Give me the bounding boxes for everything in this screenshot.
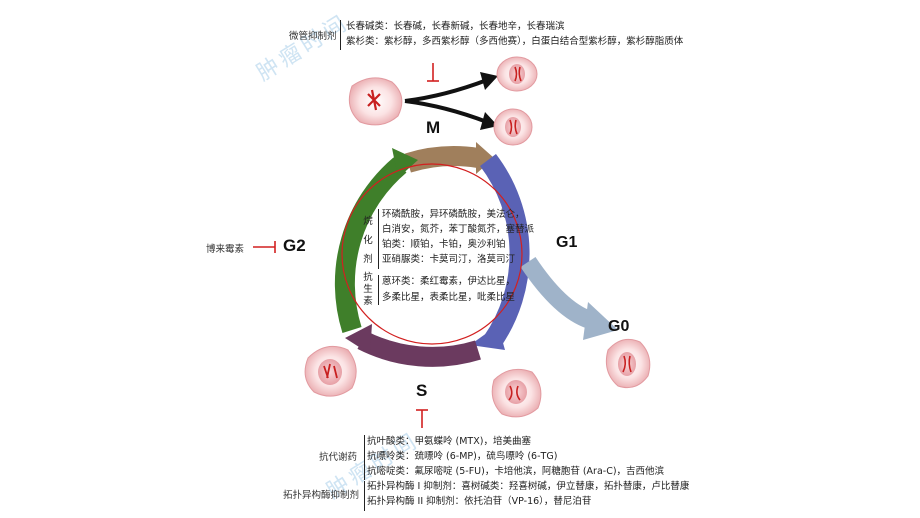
cell-g2 [304, 345, 357, 397]
g2-drug-label: 博来霉素 [206, 244, 245, 255]
antimetabolite-line-2: 抗嘌呤类：巯嘌呤 (6-MP)，硫鸟嘌呤 (6-TG) [367, 451, 558, 462]
antimetabolite-bracket [364, 435, 365, 480]
phase-label-g1: G1 [556, 234, 578, 251]
inhibit-marker-s [416, 409, 428, 428]
cell-s [491, 368, 542, 418]
cell-m-parent [348, 77, 403, 126]
inhibit-marker-g2 [253, 241, 276, 253]
phase-label-g0: G0 [608, 318, 630, 335]
topoisomerase-line-2: 拓扑异构酶 II 抑制剂：依托泊苷（VP-16），替尼泊苷 [367, 496, 592, 507]
topoisomerase-bracket [364, 481, 365, 511]
antibiotic-line-2: 多柔比星，表柔比星，吡柔比星 [382, 292, 516, 303]
alkylating-bracket [378, 209, 379, 269]
microtubule-line-2: 紫杉类：紫杉醇，多西紫杉醇（多西他赛），白蛋白结合型紫杉醇，紫杉醇脂质体 [346, 36, 684, 47]
cell-m-daughter-bottom [493, 108, 533, 146]
s-phase-arc [357, 331, 481, 367]
phase-label-m: M [426, 118, 441, 137]
g1-phase-arrowhead [470, 325, 505, 350]
antimetabolite-line-1: 抗叶酸类：甲氨蝶呤 (MTX)，培美曲塞 [367, 436, 531, 447]
g2-phase-arc [334, 157, 407, 333]
cell-g0 [605, 338, 651, 389]
microtubule-inhibitor-label: 微管抑制剂 [289, 31, 337, 42]
alkylating-line-1: 环磷酰胺，异环磷酰胺，美法仑， [382, 209, 525, 220]
inhibit-marker-m [427, 63, 439, 82]
alkylating-agent-label: 烷化剂 [362, 212, 374, 269]
g0-branch-arrow [520, 256, 594, 329]
cell-m-daughter-top [496, 56, 538, 92]
phase-label-g2: G2 [283, 236, 306, 255]
antibiotic-line-1: 蒽环类：柔红霉素，伊达比星， [382, 276, 516, 287]
alkylating-line-3: 铂类：顺铂，卡铂，奥沙利铂 [382, 239, 506, 250]
alkylating-line-2: 白消安，氮芥，苯丁酸氮芥，塞替派 [382, 224, 535, 235]
antibiotic-text: 抗生素 [363, 272, 373, 307]
antibiotic-label: 抗生素 [362, 272, 374, 308]
microtubule-line-1: 长春碱类：长春碱，长春新碱，长春地辛，长春瑞滨 [346, 21, 565, 32]
inner-ring [341, 163, 523, 345]
phase-label-s: S [416, 381, 428, 400]
antimetabolite-line-3: 抗嘧啶类：氟尿嘧啶 (5-FU)，卡培他滨，阿糖胞苷 (Ara-C)，吉西他滨 [367, 466, 665, 477]
g0-branch-arrowhead [583, 302, 618, 340]
topoisomerase-line-1: 拓扑异构酶 I 抑制剂：喜树碱类：羟喜树碱，伊立替康，拓扑替康，卢比替康 [367, 481, 690, 492]
antibiotic-bracket [378, 275, 379, 305]
microtubule-bracket [340, 20, 341, 50]
g1-phase-arc [479, 153, 530, 348]
m-phase-arc [405, 146, 480, 173]
alkylating-line-4: 亚硝脲类：卡莫司汀，洛莫司汀 [382, 254, 516, 265]
topoisomerase-label: 拓扑异构酶抑制剂 [283, 490, 360, 501]
antimetabolite-label: 抗代谢药 [319, 452, 358, 463]
s-phase-arrowhead [345, 324, 372, 354]
alkylating-agent-text: 烷化剂 [363, 216, 373, 265]
m-split-arrow [404, 78, 488, 124]
